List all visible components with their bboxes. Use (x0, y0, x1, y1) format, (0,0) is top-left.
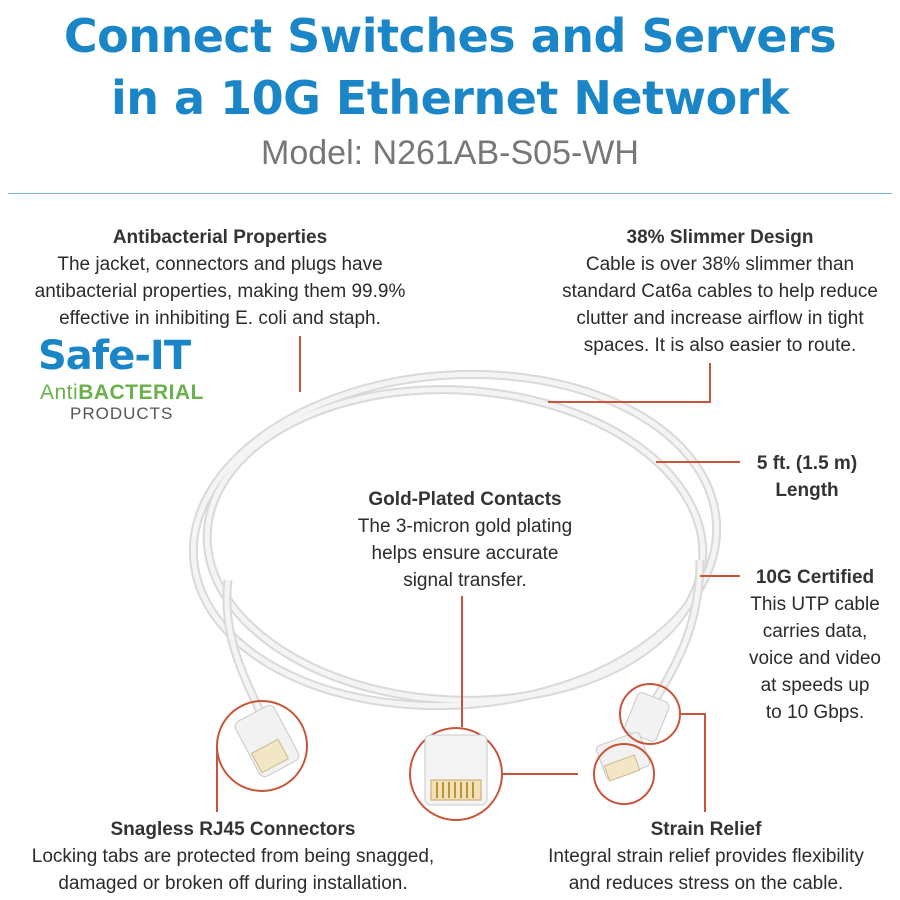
connector-magnifier (593, 743, 655, 805)
model-number: Model: N261AB-S05-WH (261, 134, 639, 172)
callout-text-line: helps ensure accurate (371, 543, 559, 564)
callout-text-line: Locking tabs are protected from being sn… (31, 846, 435, 867)
callout-antibacterial: Antibacterial Properties The jacket, con… (0, 224, 440, 332)
callout-text-line: standard Cat6a cables to help reduce (562, 281, 878, 302)
callout-text-line: The 3-micron gold plating (357, 516, 573, 537)
callout-text-line: signal transfer. (403, 570, 527, 591)
callout-text-line: This UTP cable (750, 594, 880, 615)
callout-strain-relief: Strain Relief Integral strain relief pro… (512, 816, 900, 897)
page-title-line-2: in a 10G Ethernet Network (111, 71, 789, 125)
callout-text-line: The jacket, connectors and plugs have (57, 254, 383, 275)
callout-text-line: effective in inhibiting E. coli and stap… (59, 308, 381, 329)
callout-text-line: carries data, (762, 621, 868, 642)
callout-heading: Antibacterial Properties (112, 227, 328, 248)
callout-heading: 5 ft. (1.5 m) (756, 453, 858, 474)
right-connector-icon (595, 692, 670, 782)
callout-text-line: to 10 Gbps. (765, 702, 865, 723)
callout-heading: Strain Relief (650, 819, 762, 840)
callout-heading: Gold-Plated Contacts (368, 489, 562, 510)
callout-heading: Length (775, 480, 839, 501)
callout-text-line: spaces. It is also easier to route. (583, 335, 857, 356)
callout-slimmer: 38% Slimmer Design Cable is over 38% sli… (520, 224, 900, 359)
logo-bacterial-text: BACTERIAL (78, 381, 205, 404)
callout-text-line: Cable is over 38% slimmer than (585, 254, 855, 275)
callout-heading: Snagless RJ45 Connectors (110, 819, 356, 840)
logo-antibacterial: AntiBACTERIAL (40, 381, 204, 405)
callout-snagless: Snagless RJ45 Connectors Locking tabs ar… (0, 816, 466, 897)
callout-text-line: and reduces stress on the cable. (568, 873, 844, 894)
safe-it-logo: Safe-IT (38, 333, 191, 379)
callout-heading: 10G Certified (755, 567, 875, 588)
left-connector-icon (234, 704, 300, 778)
page-title-line-1: Connect Switches and Servers (63, 9, 837, 63)
logo-products: PRODUCTS (70, 404, 174, 423)
callout-text-line: Integral strain relief provides flexibil… (548, 846, 864, 867)
callout-text-line: damaged or broken off during installatio… (58, 873, 408, 894)
callout-length: 5 ft. (1.5 m) Length (742, 450, 872, 504)
callout-heading: 38% Slimmer Design (626, 227, 814, 248)
callout-text-line: at speeds up (760, 675, 870, 696)
logo-anti-text: Anti (40, 381, 79, 404)
callout-gold-contacts: Gold-Plated Contacts The 3-micron gold p… (310, 486, 620, 594)
callout-text-line: clutter and increase airflow in tight (576, 308, 864, 329)
callout-text-line: voice and video (748, 648, 882, 669)
callout-10g-certified: 10G Certified This UTP cable carries dat… (735, 564, 895, 726)
callout-text-line: antibacterial properties, making them 99… (34, 281, 406, 302)
header-divider (8, 193, 892, 194)
